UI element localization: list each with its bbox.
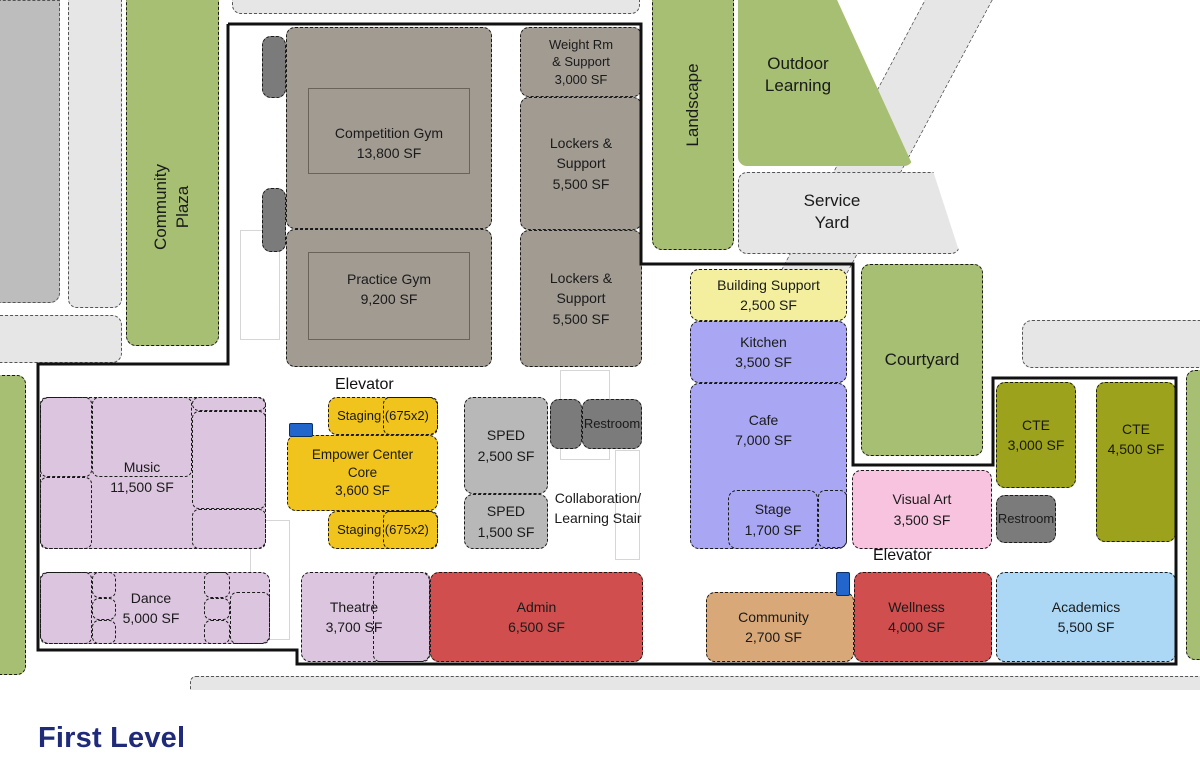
theatre	[301, 572, 430, 662]
outdoor-learning-label: Outdoor Learning	[764, 53, 832, 95]
music-practice-room	[92, 397, 192, 477]
dance-label: Dance 5,000 SF	[122, 589, 180, 626]
dance-room	[230, 592, 270, 644]
service-yard	[738, 172, 960, 254]
cte-3000-label: CTE 3,000 SF	[1007, 416, 1065, 453]
music-practice-room	[192, 509, 266, 549]
practice-gym-label: Practice Gym 9,200 SF	[346, 270, 431, 307]
dance-room	[204, 572, 230, 598]
dance-room	[92, 620, 116, 644]
music-practice-room	[40, 477, 92, 549]
sped-1500-label: SPED 1,500 SF	[477, 503, 535, 540]
empower-center-label: Empower Center Core 3,600 SF	[311, 446, 414, 499]
faint-linework	[240, 230, 280, 340]
collaboration-stair-label: Collaboration/ Learning Stair	[554, 489, 642, 526]
small-room-1	[262, 36, 286, 98]
stage	[728, 490, 818, 549]
road-left-vertical	[68, 0, 122, 308]
kitchen	[690, 321, 847, 383]
restroom-2-label: Restroom	[997, 510, 1055, 526]
competition-gym-label: Competition Gym 13,800 SF	[334, 124, 444, 161]
visual-art-label: Visual Art 3,500 SF	[892, 491, 952, 528]
road-top	[232, 0, 640, 14]
staging-bottom-label: Staging (675x2)	[337, 521, 429, 537]
wellness	[854, 572, 992, 662]
dance	[40, 572, 270, 644]
music-practice-room	[192, 411, 266, 509]
cafe-label: Cafe 7,000 SF	[735, 411, 792, 448]
sped-2500-label: SPED 2,500 SF	[477, 427, 535, 464]
building-support-label: Building Support 2,500 SF	[717, 276, 820, 313]
music-practice-room	[192, 397, 266, 411]
neighbor-building-left	[0, 0, 60, 303]
small-room-2	[262, 188, 286, 252]
restroom-2	[996, 495, 1056, 543]
dance-room	[204, 620, 230, 644]
competition-gym-court	[308, 88, 470, 174]
road-left-horizontal	[0, 315, 122, 363]
music-practice-room	[40, 397, 92, 477]
restroom-1	[582, 399, 642, 449]
road-right-horizontal	[1022, 320, 1200, 368]
road-bottom	[190, 676, 1200, 690]
dance-room	[40, 572, 92, 644]
site-plan: Community Plaza Landscape Outdoor Learni…	[0, 0, 1200, 690]
wellness-label: Wellness 4,000 SF	[888, 598, 945, 635]
building-outline	[36, 22, 1178, 666]
lockers-support-1-label: Lockers & Support 5,500 SF	[549, 135, 613, 192]
admin-label: Admin 6,500 SF	[508, 598, 565, 635]
service-yard-label: Service Yard	[803, 190, 861, 232]
courtyard	[861, 264, 983, 456]
lockers-support-2	[520, 230, 642, 367]
community-room	[706, 592, 854, 662]
academics	[996, 572, 1176, 662]
sped-1500	[464, 494, 548, 549]
dance-room	[92, 572, 116, 598]
weight-room-label: Weight Rm & Support 3,000 SF	[548, 36, 614, 87]
cte-3000	[996, 382, 1076, 488]
visual-art	[852, 470, 992, 549]
weight-room	[520, 27, 642, 97]
cte-4500-label: CTE 4,500 SF	[1107, 420, 1165, 457]
dance-room	[204, 598, 230, 620]
theatre-side-room	[373, 572, 430, 662]
cafe-side-niche	[818, 490, 847, 548]
faint-linework	[615, 450, 640, 560]
staging-top-divider	[383, 397, 438, 435]
community-room-label: Community 2,700 SF	[738, 608, 809, 645]
dance-room	[92, 598, 116, 620]
stage-label: Stage 1,700 SF	[744, 501, 802, 538]
empower-center-core	[287, 435, 438, 511]
green-edge-right	[1186, 370, 1200, 660]
theatre-label: Theatre 3,700 SF	[325, 598, 383, 635]
elevator-icon	[836, 572, 850, 596]
sped-2500	[464, 397, 548, 494]
competition-gym	[286, 27, 492, 229]
cte-4500	[1096, 382, 1176, 542]
academics-label: Academics 5,500 SF	[1051, 598, 1121, 635]
green-edge-left	[0, 375, 26, 675]
landscape	[652, 0, 734, 250]
staging-bottom-divider	[383, 511, 438, 549]
music-label: Music 11,500 SF	[110, 458, 174, 495]
courtyard-label: Courtyard	[884, 349, 960, 369]
elevator-callout-1: Elevator	[335, 376, 394, 393]
staging-top-label: Staging (675x2)	[337, 407, 429, 423]
practice-gym-court	[308, 252, 470, 340]
restroom-storage	[550, 399, 582, 449]
lockers-support-2-label: Lockers & Support 5,500 SF	[549, 270, 613, 327]
admin	[430, 572, 643, 662]
kitchen-label: Kitchen 3,500 SF	[735, 333, 792, 370]
building-support	[690, 269, 847, 321]
building-perimeter-line	[36, 22, 1178, 666]
community-plaza	[126, 0, 219, 346]
restroom-1-label: Restroom	[583, 415, 641, 431]
elevator-icon	[289, 423, 313, 437]
elevator-callout-2: Elevator	[873, 547, 932, 564]
page-title: First Level	[38, 722, 186, 754]
